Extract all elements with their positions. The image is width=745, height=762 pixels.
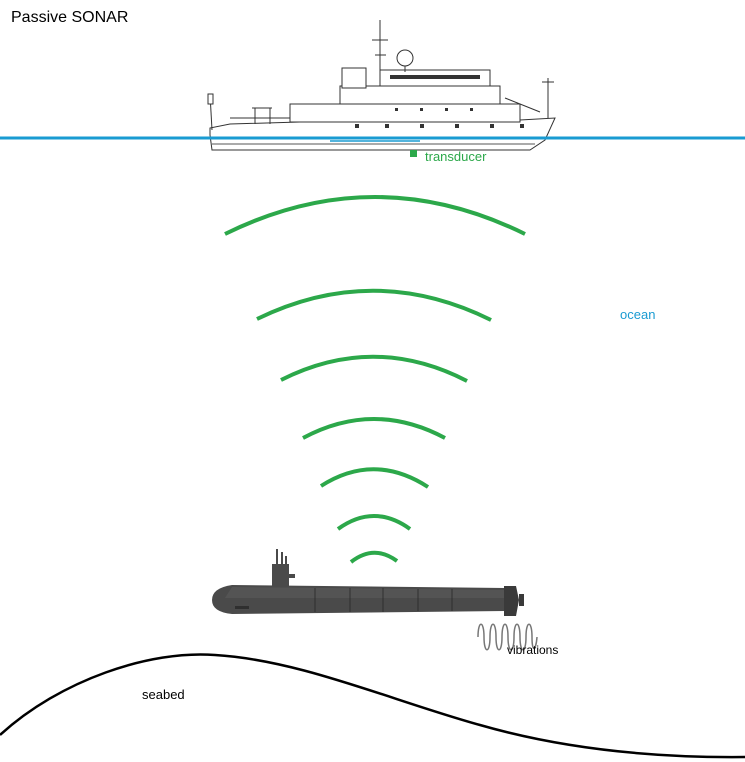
submarine-panel-lines [314,588,453,612]
ship-radome [396,49,414,67]
submarine-propeller [519,594,524,606]
ship-funnel [341,67,367,89]
submarine [212,549,524,616]
diagram-title: Passive SONAR [11,9,129,26]
transducer-marker [410,150,417,157]
ocean-label: ocean [620,307,656,322]
submarine-tail-fins [504,586,519,616]
sound-wave-arc [256,288,492,322]
vibrations-label: vibrations [507,643,559,657]
ship-crane [252,107,272,124]
submarine-masts [276,549,287,564]
transducer-label: transducer [425,149,487,164]
ship-upper-deck [339,85,501,105]
research-vessel [207,20,556,151]
submarine-sail [272,564,289,587]
sound-waves [224,195,526,564]
sound-wave-arc [336,514,412,531]
sound-wave-arc [349,550,399,564]
seabed-label: seabed [142,687,185,702]
sound-wave-arc [302,417,446,440]
ship-main-deck [289,103,521,123]
sound-wave-arc [280,354,468,383]
sound-wave-arc [319,467,430,489]
ship-portholes [355,75,524,128]
seabed-curve [0,653,745,759]
ship-hull [209,117,556,151]
vibration-wave [477,623,538,651]
sound-wave-arc [224,195,526,236]
